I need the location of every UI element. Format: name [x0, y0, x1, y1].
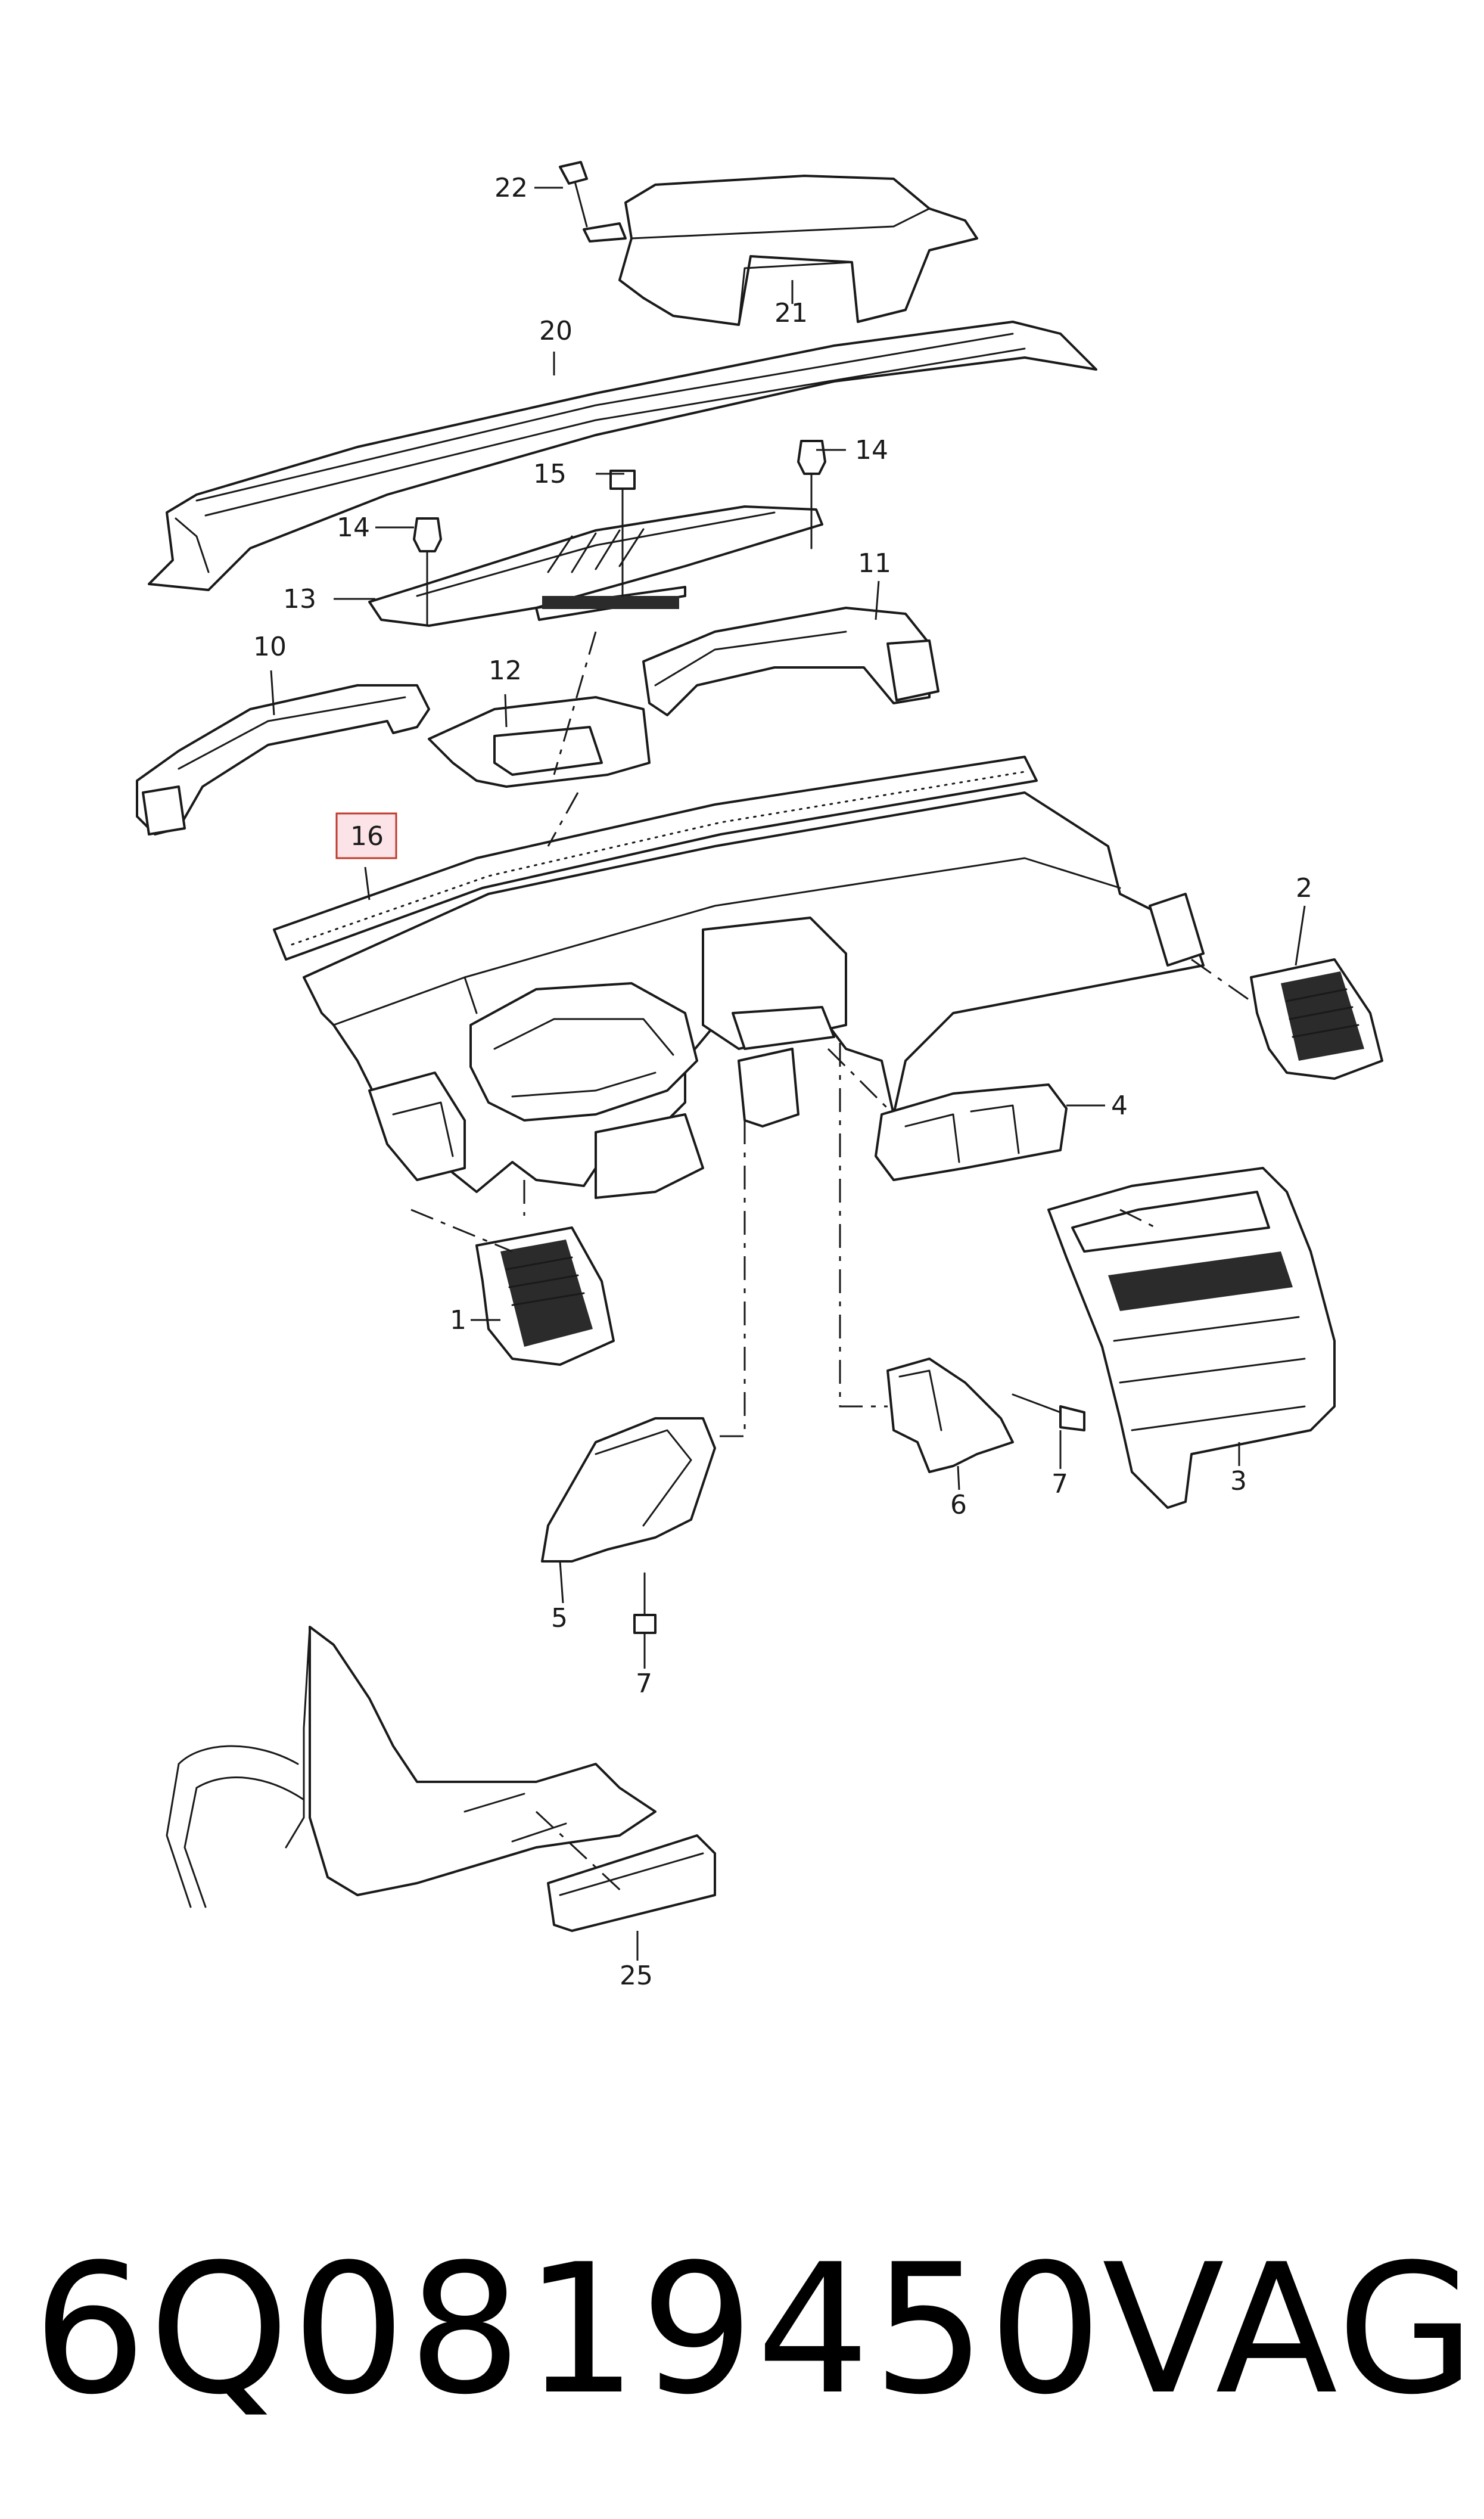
callout-6: 6 — [950, 1490, 967, 1520]
part-7-screw-b — [633, 1572, 657, 1634]
part-6-bracket — [886, 1358, 1014, 1473]
callout-15: 15 — [533, 459, 567, 489]
callout-4: 4 — [1111, 1091, 1128, 1121]
callout-2: 2 — [1296, 873, 1312, 903]
leader-lines — [270, 187, 1306, 1961]
part-4-center-vent — [875, 1083, 1068, 1181]
dashboard-panel — [303, 791, 1205, 1199]
part-22-screw — [559, 161, 588, 228]
part-number: 6Q0819450 — [33, 2226, 1105, 2434]
part-2-vent-right — [1250, 958, 1383, 1080]
part-14-clip-left — [413, 517, 442, 627]
part-20-cowl-trim — [148, 321, 1097, 591]
part-7-screw-a — [1012, 1393, 1085, 1431]
part-25-grille-insert — [547, 1834, 716, 1932]
part-11-duct-right — [642, 607, 939, 716]
callout-labels: 22 21 20 15 14 14 13 11 10 12 16 2 4 1 3… — [253, 173, 1312, 1991]
exploded-parts-diagram: 22 21 20 15 14 14 13 11 10 12 16 2 4 1 3… — [136, 161, 1383, 1991]
footer: 6Q0819450 VAG — [0, 2205, 1484, 2455]
callout-22: 22 — [494, 173, 528, 203]
callout-20: 20 — [539, 316, 573, 346]
brand-label: VAG — [1102, 2226, 1478, 2434]
part-15-bolt — [609, 470, 636, 597]
callout-12: 12 — [489, 656, 522, 686]
callout-16-highlight — [335, 812, 397, 859]
callout-11: 11 — [858, 548, 891, 579]
callout-13: 13 — [283, 584, 316, 614]
callout-14-right: 14 — [855, 435, 888, 465]
part-12-center-nozzle — [428, 696, 651, 788]
part-1-vent-left — [475, 1226, 615, 1366]
part-21-cowl-bracket — [583, 175, 978, 326]
callout-10: 10 — [253, 632, 287, 662]
part-13-defrost-vent — [368, 505, 823, 627]
part-5-duct-bracket — [541, 1417, 716, 1563]
callout-25: 25 — [620, 1961, 653, 1991]
part-14-clip-right — [797, 440, 826, 549]
callout-16: 16 — [350, 821, 384, 852]
callout-3: 3 — [1230, 1466, 1247, 1496]
part-10-duct-left — [136, 684, 430, 835]
assembly-lines — [410, 631, 1252, 1896]
callout-7-lower: 7 — [636, 1669, 652, 1699]
callout-14-left: 14 — [337, 513, 370, 543]
part-16-foam-seal — [273, 756, 1038, 961]
body-structure — [166, 1626, 657, 1908]
callout-5: 5 — [551, 1603, 568, 1633]
callout-1: 1 — [450, 1305, 466, 1335]
callout-21: 21 — [774, 298, 808, 328]
part-3-center-console — [1047, 1167, 1336, 1509]
callout-7-upper: 7 — [1051, 1469, 1068, 1499]
